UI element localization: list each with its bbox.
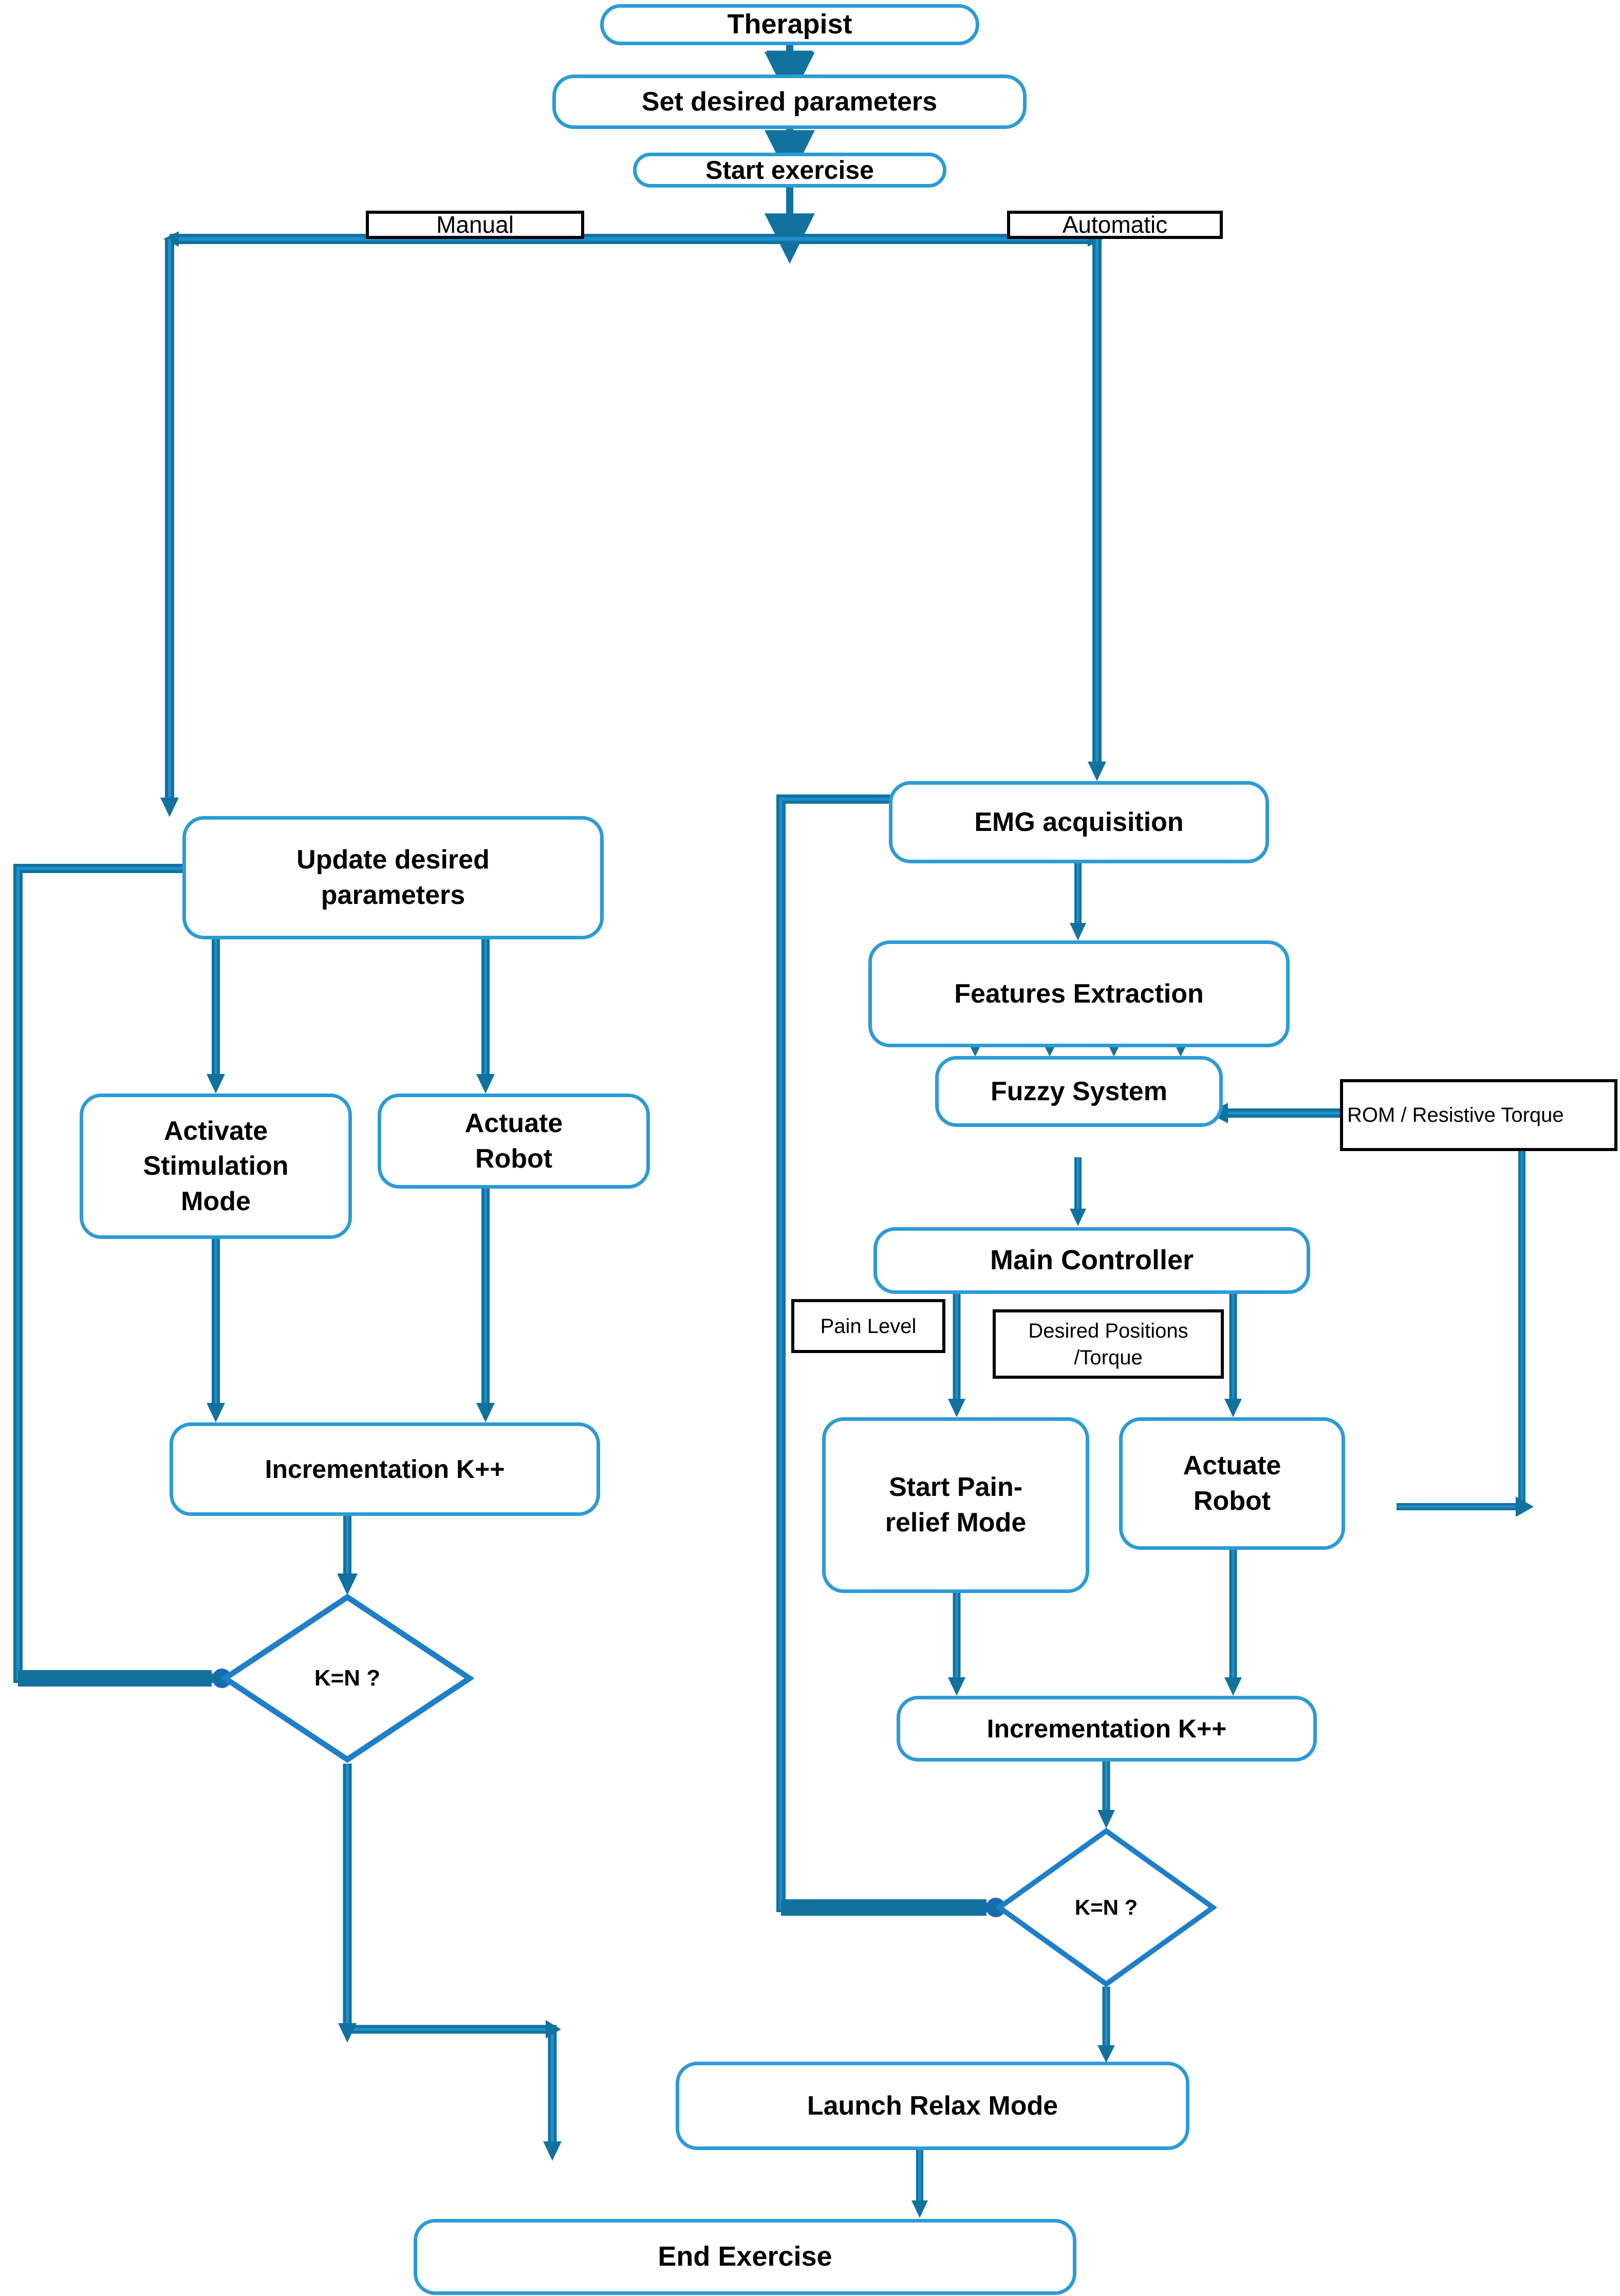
node-incrementation-right[interactable]: Incrementation K++ [897, 1696, 1317, 1762]
node-automatic-label: Automatic [1062, 211, 1168, 238]
node-incrementation-left-label: Incrementation K++ [265, 1455, 505, 1484]
edge-rom-to-fuzzy [1208, 1103, 1341, 1123]
decision-left-shape [220, 1594, 475, 1763]
node-launch-relax-mode[interactable]: Launch Relax Mode [676, 2062, 1189, 2150]
edge-pain-relief-to-increment-right [948, 1593, 965, 1696]
node-pain-level[interactable]: Pain Level [791, 1299, 945, 1353]
edge-main-controller-to-actuate-robot-right [1224, 1294, 1242, 1417]
edge-decision-right-to-launch-relax [1097, 1987, 1115, 2063]
node-incrementation-right-label: Incrementation K++ [986, 1714, 1227, 1743]
node-decision-left-label: K=N ? [314, 1665, 381, 1691]
edge-decision-left-to-end-exercise [338, 1764, 562, 2161]
node-update-desired-parameters[interactable]: Update desired parameters [182, 816, 604, 939]
edge-rom-down-to-actuate-robot-right [1396, 1151, 1534, 1517]
node-start-pain-relief-mode[interactable]: Start Pain-relief Mode [822, 1417, 1089, 1593]
node-actuate-robot-right-label: Actuate Robot [1183, 1451, 1281, 1516]
edge-increment-left-to-decision-left [337, 1516, 358, 1595]
node-features-extraction-label: Features Extraction [954, 978, 1204, 1009]
node-desired-positions-torque[interactable]: Desired Positions /Torque [993, 1309, 1224, 1379]
node-end-exercise[interactable]: End Exercise [414, 2219, 1076, 2295]
node-main-controller-label: Main Controller [990, 1245, 1194, 1276]
edge-emg-to-features [1070, 863, 1086, 940]
node-therapist[interactable]: Therapist [600, 4, 979, 45]
node-features-extraction[interactable]: Features Extraction [868, 940, 1290, 1047]
node-automatic-label-box[interactable]: Automatic [1007, 211, 1223, 239]
node-set-desired-parameters-label: Set desired parameters [641, 86, 938, 117]
node-update-desired-parameters-label: Update desired parameters [296, 845, 490, 910]
node-decision-right-label: K=N ? [1074, 1895, 1138, 1919]
node-activate-stimulation-mode-label: Activate Stimulation Mode [143, 1116, 289, 1216]
edge-increment-right-to-decision-right [1097, 1762, 1115, 1828]
edge-main-controller-to-pain-relief [948, 1294, 965, 1417]
edge-decision-right-loopback [776, 790, 1005, 1917]
node-manual-label: Manual [436, 211, 514, 238]
node-decision-right[interactable]: K=N ? [995, 1827, 1218, 1988]
edge-automatic-to-emg [1088, 239, 1106, 781]
branch-bus [163, 231, 1103, 247]
node-start-pain-relief-mode-label: Start Pain-relief Mode [885, 1472, 1027, 1538]
node-start-exercise-label: Start exercise [705, 156, 874, 184]
edge-decision-left-loopback [13, 859, 232, 1688]
edge-actuate-robot-left-to-increment-left [476, 1187, 495, 1422]
node-actuate-robot-right[interactable]: Actuate Robot [1119, 1417, 1345, 1550]
node-end-exercise-label: End Exercise [658, 2241, 832, 2272]
decision-right-shape [995, 1827, 1218, 1988]
node-emg-acquisition[interactable]: EMG acquisition [889, 781, 1269, 863]
node-fuzzy-system-label: Fuzzy System [991, 1076, 1167, 1106]
node-rom-resistive-torque-label: ROM / Resistive Torque [1347, 1104, 1564, 1126]
node-decision-left[interactable]: K=N ? [220, 1593, 475, 1764]
node-launch-relax-mode-label: Launch Relax Mode [807, 2090, 1058, 2121]
node-actuate-robot-left[interactable]: Actuate Robot [378, 1094, 650, 1189]
edge-fuzzy-to-main-controller [1070, 1157, 1086, 1226]
edge-actuate-robot-right-to-increment-right [1224, 1549, 1242, 1696]
node-therapist-label: Therapist [727, 9, 852, 40]
node-manual-label-box[interactable]: Manual [366, 211, 584, 239]
node-start-exercise[interactable]: Start exercise [633, 153, 946, 188]
node-rom-resistive-torque[interactable]: ROM / Resistive Torque [1340, 1079, 1617, 1151]
node-fuzzy-system[interactable]: Fuzzy System [935, 1056, 1223, 1127]
edge-activate-stim-to-increment-left [207, 1238, 225, 1422]
node-desired-positions-torque-label: Desired Positions /Torque [1028, 1319, 1188, 1369]
edge-manual-to-update-params [160, 239, 179, 817]
node-pain-level-label: Pain Level [820, 1314, 917, 1338]
node-main-controller[interactable]: Main Controller [873, 1227, 1310, 1294]
edge-launch-relax-to-end-exercise [911, 2150, 928, 2218]
node-emg-acquisition-label: EMG acquisition [974, 807, 1184, 837]
node-actuate-robot-left-label: Actuate Robot [464, 1108, 563, 1174]
node-set-desired-parameters[interactable]: Set desired parameters [552, 75, 1027, 129]
node-activate-stimulation-mode[interactable]: Activate Stimulation Mode [80, 1094, 352, 1239]
node-incrementation-left[interactable]: Incrementation K++ [170, 1422, 600, 1516]
